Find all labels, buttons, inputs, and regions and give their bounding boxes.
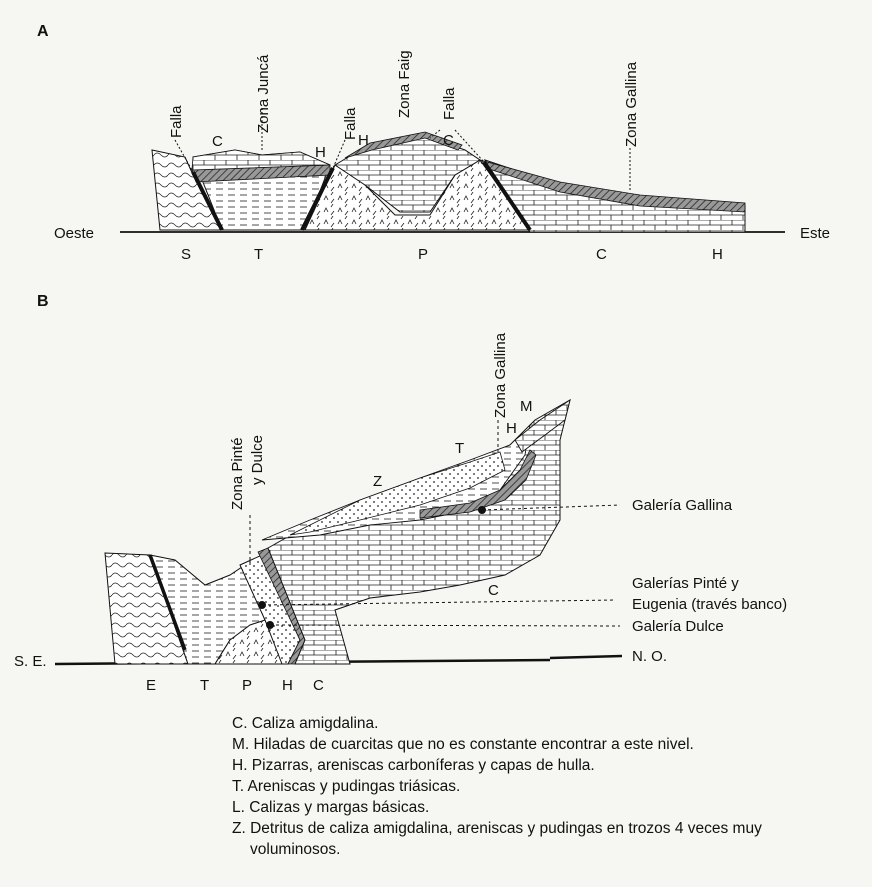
base-unit-b-1: T <box>200 677 209 694</box>
legend-item: L. Calizas y margas básicas. <box>232 797 850 818</box>
label-falla-2: Falla <box>342 107 359 140</box>
label-falla-1: Falla <box>168 105 185 138</box>
section-a: A Falla Zona Juncá Falla Zona Faig Falla… <box>37 23 830 263</box>
base-unit-b-0: E <box>146 677 156 694</box>
panel-a-label: A <box>37 23 49 40</box>
panel-b-label: B <box>37 293 49 310</box>
base-unit-b-3: H <box>282 677 293 694</box>
label-c-b: C <box>488 582 499 599</box>
legend-item: Z. Detritus de caliza amigdalina, arenis… <box>232 818 850 860</box>
base-unit-a-2: P <box>418 246 428 263</box>
label-galeria-dulce: Galería Dulce <box>632 618 724 635</box>
label-h-top-a1: H <box>315 144 326 161</box>
label-galeria-gallina: Galería Gallina <box>632 497 733 514</box>
label-galerias-pinte-2: Eugenia (través banco) <box>632 596 787 613</box>
label-zona-gallina-b: Zona Gallina <box>492 332 509 418</box>
label-t-b: T <box>455 440 464 457</box>
legend-item: M. Hiladas de cuarcitas que no es consta… <box>232 734 850 755</box>
label-oeste: Oeste <box>54 225 94 242</box>
legend-item: T. Areniscas y pudingas triásicas. <box>232 776 850 797</box>
label-zona-gallina-a: Zona Gallina <box>623 61 640 147</box>
label-z: Z <box>373 473 382 490</box>
label-zona-junca: Zona Juncá <box>255 54 272 133</box>
label-c-top-a1: C <box>212 133 223 150</box>
label-zona-faig: Zona Faig <box>396 50 413 118</box>
geological-cross-sections: A Falla Zona Juncá Falla Zona Faig Falla… <box>0 0 872 700</box>
section-b: B Zona Gallina Zona Pinté <box>14 293 787 694</box>
base-unit-a-1: T <box>254 246 263 263</box>
label-c-top-a2: C <box>443 132 454 149</box>
legend: C. Caliza amigdalina. M. Hiladas de cuar… <box>232 713 850 860</box>
legend-item: H. Pizarras, areniscas carboníferas y ca… <box>232 755 850 776</box>
label-zona-pinte-1: Zona Pinté <box>229 437 246 510</box>
label-zona-pinte-2: y Dulce <box>249 435 266 485</box>
base-unit-a-3: C <box>596 246 607 263</box>
label-este: Este <box>800 225 830 242</box>
label-galerias-pinte-1: Galerías Pinté y <box>632 575 739 592</box>
base-unit-b-2: P <box>242 677 252 694</box>
label-m: M <box>520 398 533 415</box>
legend-item: C. Caliza amigdalina. <box>232 713 850 734</box>
base-unit-b-4: C <box>313 677 324 694</box>
label-h-top-a2: H <box>358 132 369 149</box>
label-h-b: H <box>506 420 517 437</box>
label-se: S. E. <box>14 653 47 670</box>
base-unit-a-0: S <box>181 246 191 263</box>
label-no: N. O. <box>632 648 667 665</box>
label-falla-3: Falla <box>441 87 458 120</box>
base-unit-a-4: H <box>712 246 723 263</box>
